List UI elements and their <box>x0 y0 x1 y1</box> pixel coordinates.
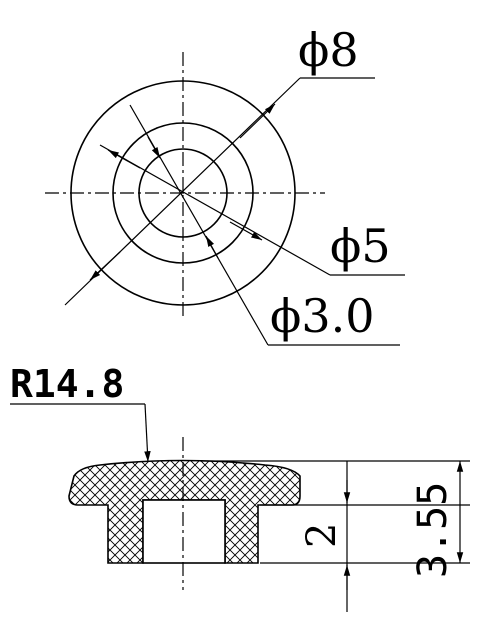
side-view: R14.8 2 3.55 <box>10 362 470 612</box>
top-view: ϕ8 ϕ5 ϕ3.0 <box>45 23 405 346</box>
middle-diameter-dimension: ϕ5 <box>99 144 405 276</box>
inner-diameter-arrow-2 <box>205 235 219 259</box>
inner-hole <box>142 499 226 564</box>
middle-circle <box>112 122 254 264</box>
outer-diameter-arrow-2 <box>89 251 121 281</box>
hole-depth-label: 2 <box>299 523 345 548</box>
inner-diameter-arrow <box>147 136 161 159</box>
radius-dimension: R14.8 <box>10 362 151 463</box>
middle-diameter-arrow-2 <box>229 221 263 241</box>
middle-diameter-arrow <box>107 149 141 169</box>
radius-label: R14.8 <box>10 362 124 406</box>
inner-diameter-dimension: ϕ3.0 <box>129 104 400 346</box>
outer-circle <box>70 80 296 306</box>
radius-leader <box>144 403 151 463</box>
middle-diameter-label: ϕ5 <box>330 219 391 273</box>
total-height-label: 3.55 <box>410 482 456 578</box>
outer-diameter-arrow <box>239 103 276 139</box>
inner-circle <box>138 148 228 238</box>
total-height-dimension: 3.55 <box>410 461 464 578</box>
inner-diameter-label: ϕ3.0 <box>270 289 375 343</box>
hole-depth-dimension: 2 <box>299 461 351 612</box>
outer-diameter-label: ϕ8 <box>298 23 359 77</box>
section-body <box>68 459 301 564</box>
